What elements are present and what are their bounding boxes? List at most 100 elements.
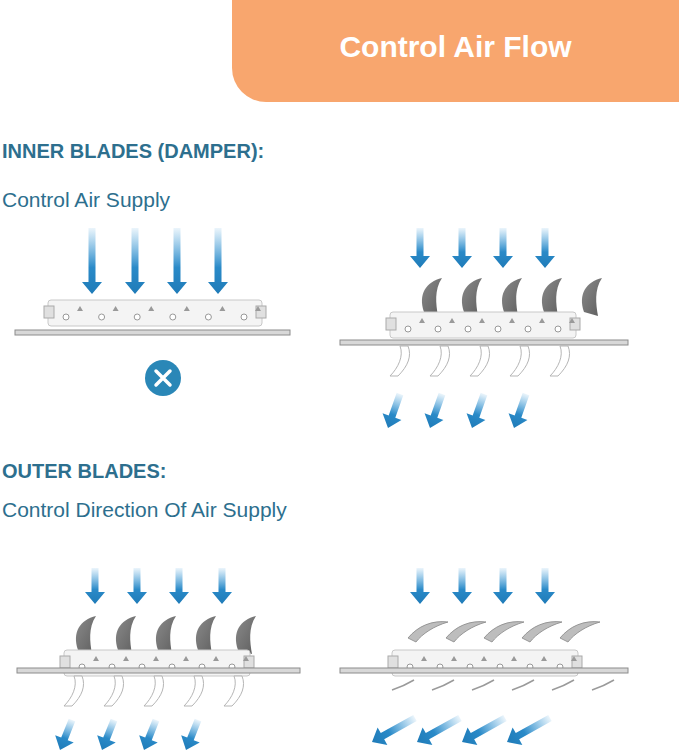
arrow-shape	[125, 228, 145, 294]
arrow-shape	[82, 228, 102, 294]
section-heading: INNER BLADES (DAMPER):	[2, 140, 264, 163]
air-arrow	[452, 228, 472, 268]
outer-blade	[184, 676, 204, 706]
arrow-shape	[367, 709, 420, 750]
inner-blade	[236, 616, 256, 654]
air-arrow	[493, 568, 513, 604]
pivot-tooth	[539, 318, 545, 323]
pivot-tooth	[153, 656, 159, 661]
title-tab: Control Air Flow	[232, 0, 679, 102]
arrow-shape	[505, 391, 536, 432]
outer-blade	[104, 676, 124, 706]
section-subtitle: Control Air Supply	[2, 188, 170, 212]
air-arrow	[502, 709, 555, 750]
pivot-tooth	[93, 656, 99, 661]
damper-frame	[48, 300, 262, 326]
outer-blade	[390, 346, 410, 376]
pivot-tooth	[213, 656, 219, 661]
title: Control Air Flow	[232, 30, 679, 64]
arrow-shape	[452, 228, 472, 268]
air-arrow	[535, 228, 555, 268]
inner-blade	[76, 616, 96, 654]
pivot-tooth	[449, 318, 455, 323]
inner-blade	[484, 622, 524, 642]
inner-blade	[156, 616, 176, 654]
arrow-shape	[379, 391, 410, 432]
pivot-tooth	[481, 656, 487, 661]
air-arrow	[463, 391, 494, 432]
pivot-tooth	[511, 656, 517, 661]
outer-blade	[552, 680, 574, 690]
air-arrow	[85, 568, 105, 604]
air-arrow	[82, 228, 102, 294]
air-arrow	[367, 709, 420, 750]
inner-blade	[542, 278, 562, 316]
pivot	[63, 314, 69, 320]
arrow-shape	[421, 391, 452, 432]
pivot	[465, 326, 471, 332]
pivot	[525, 326, 531, 332]
damper-clip	[256, 306, 266, 318]
outer-blade	[392, 680, 414, 690]
air-arrow	[93, 716, 124, 753]
air-arrow	[535, 568, 555, 604]
inner-blade	[408, 622, 448, 642]
outer-blade	[510, 346, 530, 376]
air-arrow	[379, 391, 410, 432]
outer-blade	[224, 676, 244, 706]
inner-blade	[560, 622, 600, 642]
arrow-shape	[169, 568, 189, 604]
arrow-shape	[135, 716, 166, 753]
inner-blade	[422, 278, 442, 316]
arrow-shape	[535, 568, 555, 604]
pivot	[99, 314, 105, 320]
grille-rail	[340, 668, 628, 673]
outer-blade	[470, 346, 490, 376]
grille-rail	[15, 330, 290, 335]
inner-blade	[446, 622, 486, 642]
pivot	[134, 314, 140, 320]
outer-blade	[430, 346, 450, 376]
air-arrow	[135, 716, 166, 753]
arrow-shape	[493, 228, 513, 268]
inner-blade	[462, 278, 482, 316]
air-arrow	[127, 568, 147, 604]
outer-blade	[550, 346, 570, 376]
pivot-tooth	[123, 656, 129, 661]
outer-blade	[512, 680, 534, 690]
arrow-shape	[212, 568, 232, 604]
blocked-symbol	[145, 360, 181, 396]
inner-blade	[582, 278, 602, 316]
air-arrow	[208, 228, 228, 294]
air-arrow	[167, 228, 187, 294]
inner-blade	[116, 616, 136, 654]
outer-blade	[592, 680, 614, 690]
arrow-shape	[177, 716, 208, 753]
pivot-tooth	[219, 306, 225, 311]
damper-frame	[390, 312, 576, 338]
arrow-shape	[410, 568, 430, 604]
arrow-shape	[493, 568, 513, 604]
outer-blade	[472, 680, 494, 690]
air-arrow	[457, 709, 510, 750]
air-arrow	[421, 391, 452, 432]
air-arrow	[410, 568, 430, 604]
pivot-tooth	[255, 306, 261, 311]
section-heading: OUTER BLADES:	[2, 460, 166, 483]
air-arrow	[169, 568, 189, 604]
damper-clip	[572, 656, 582, 668]
inner-blade	[522, 622, 562, 642]
air-arrow	[51, 716, 82, 753]
inner-blade	[502, 278, 522, 316]
outer-blade	[64, 676, 84, 706]
air-arrow	[410, 228, 430, 268]
pivot-tooth	[479, 318, 485, 323]
arrow-shape	[127, 568, 147, 604]
outer-blade	[144, 676, 164, 706]
arrow-shape	[93, 716, 124, 753]
air-arrow	[493, 228, 513, 268]
pivot-tooth	[113, 306, 119, 311]
arrow-shape	[208, 228, 228, 294]
pivot-tooth	[569, 318, 575, 323]
